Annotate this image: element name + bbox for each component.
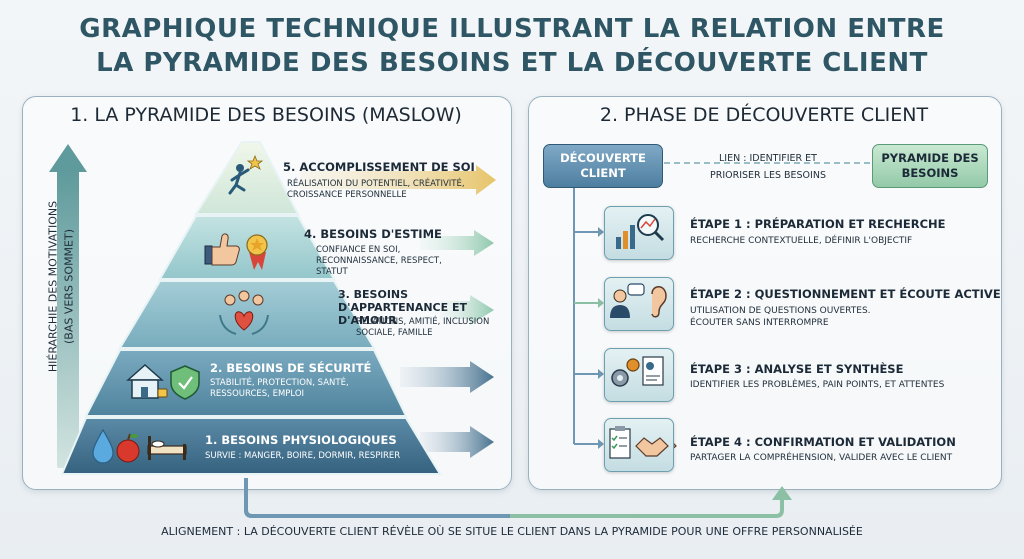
level4-title: 4. Besoins d'estime xyxy=(304,227,442,241)
step1-icon-box xyxy=(604,206,674,260)
step2-title: Étape 2 : Questionnement et écoute activ… xyxy=(690,287,1001,301)
medal-icon xyxy=(246,234,268,270)
discovery-client-box: Découverte client xyxy=(543,144,663,188)
discovery-connectors xyxy=(573,162,870,449)
step1-title: Étape 1 : Préparation et recherche xyxy=(690,217,946,231)
discovery-panel-title: 2. Phase de découverte client xyxy=(599,104,929,126)
star-climber-icon xyxy=(228,154,264,195)
step2-icon-box xyxy=(604,277,674,331)
step4-icon-box xyxy=(604,418,674,472)
step3-desc: Identifier les problèmes, pain points, e… xyxy=(690,380,945,390)
apple-icon xyxy=(116,433,140,463)
level1-title: 1. Besoins physiologiques xyxy=(205,433,397,447)
level5-desc: Réalisation du potentiel, créativité, cr… xyxy=(287,179,465,200)
main-title-line1: Graphique technique illustrant la relati… xyxy=(79,14,945,44)
alignment-arrow xyxy=(244,478,792,518)
water-drop-icon xyxy=(92,428,114,464)
step1-desc: Recherche contextuelle, définir l'object… xyxy=(690,236,913,246)
house-icon xyxy=(126,363,168,399)
level2-title: 2. Besoins de sécurité xyxy=(210,361,372,375)
hierarchy-axis-arrow xyxy=(49,144,87,468)
thumbs-up-icon xyxy=(204,233,240,266)
pyramid-panel-title: 1. La pyramide des besoins (Maslow) xyxy=(70,104,462,126)
level5-title: 5. Accomplissement de soi xyxy=(283,160,475,174)
axis-label-main: Hiérarchie des motivations xyxy=(46,200,60,373)
step4-title: Étape 4 : Confirmation et validation xyxy=(690,435,956,449)
axis-label: Hiérarchie des motivations xyxy=(47,162,60,412)
level3-title: 3. Besoins d'appartenance et d'amour xyxy=(338,288,467,327)
level2-desc: Stabilité, protection, santé, ressources… xyxy=(210,378,349,399)
step3-title: Étape 3 : Analyse et synthèse xyxy=(690,362,904,376)
pyramid xyxy=(60,141,442,475)
main-title-line2: la pyramide des besoins et la découverte… xyxy=(96,48,928,78)
shield-icon xyxy=(170,365,200,400)
level1-desc: Survie : manger, boire, dormir, respirer xyxy=(205,451,401,461)
needs-pyramid-box: Pyramide des besoins xyxy=(872,144,988,188)
people-heart-icon xyxy=(219,290,269,335)
level3-desc: Relations, amitié, inclusion sociale, fa… xyxy=(356,317,490,338)
step3-icon-box xyxy=(604,348,674,402)
bed-icon xyxy=(147,436,187,460)
level-arrows xyxy=(300,165,496,458)
axis-sublabel-text: (bas vers sommet) xyxy=(62,228,76,345)
axis-sublabel: (bas vers sommet) xyxy=(63,162,76,412)
step4-desc: Partager la compréhension, valider avec … xyxy=(690,453,953,463)
level4-desc: Confiance en soi, reconnaissance, respec… xyxy=(316,245,442,277)
link-text: Lien : identifier et prioriser les besoi… xyxy=(710,153,826,181)
alignment-text: Alignement : la découverte client révèle… xyxy=(161,525,863,538)
step2-desc: Utilisation de questions ouvertes. Écout… xyxy=(690,306,871,328)
